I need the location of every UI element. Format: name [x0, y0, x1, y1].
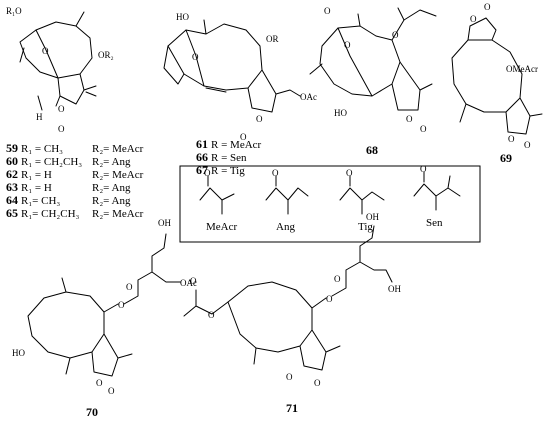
acyl-sen: O Sen	[413, 164, 461, 229]
compound-number: 71	[286, 401, 298, 415]
acyl-tig: O Tig	[339, 168, 385, 233]
acyl-label-ang: Ang	[276, 221, 295, 233]
o-label: O	[286, 372, 293, 382]
o-label: O	[406, 114, 413, 124]
o-label: O	[346, 168, 353, 178]
oh-label: OH	[388, 284, 401, 294]
o-label: O	[126, 282, 133, 292]
compound-number: 61	[196, 137, 208, 151]
structure-70: O O OH OAc HO O O	[12, 218, 197, 396]
r1-substituent: R₁ = CH₃	[21, 143, 63, 155]
or2-label: OR₂	[98, 50, 114, 60]
o-label: O	[508, 134, 515, 144]
o-label: O	[58, 104, 65, 114]
r1-substituent: R₁= CH₂CH₃	[21, 208, 80, 220]
r-substituent: R = MeAcr	[211, 139, 262, 151]
o-label: O	[470, 14, 477, 24]
o-label: O	[240, 132, 247, 142]
o-label: O	[192, 52, 199, 62]
acyl-group-legend: O MeAcr O Ang O Tig O Sen	[179, 164, 481, 243]
o-label: O	[58, 124, 65, 134]
ho-label: HO	[334, 108, 347, 118]
o-label: O	[204, 168, 211, 178]
r1-substituent: R₁= CH₃	[21, 195, 60, 207]
o-label: O	[96, 378, 103, 388]
r1-substituent: R₁ = CH₂CH₃	[21, 156, 82, 168]
structure-69: O O OMeAcr O O	[451, 2, 543, 150]
acyl-label-meacr: MeAcr	[206, 221, 237, 233]
svg-text:61R = MeAcr: 61R = MeAcr	[196, 137, 262, 151]
svg-text:66R = Sen: 66R = Sen	[196, 150, 247, 164]
oh-label: OH	[158, 218, 171, 228]
acyl-meacr: O MeAcr	[199, 168, 237, 233]
compound-number: 68	[366, 143, 378, 157]
r2-substituent: R₂= Ang	[92, 156, 131, 168]
structure-61-66-67: HO O OR OAc O O	[163, 12, 317, 142]
compound-number: 70	[86, 405, 98, 419]
structure-59-65: R₁O O H OR₂ O O	[6, 6, 114, 134]
r-substituent: R = Sen	[211, 152, 247, 164]
o-label: O	[190, 276, 197, 286]
ho-label: HO	[12, 348, 25, 358]
oac-label: OAc	[300, 92, 317, 102]
compound-number: 59	[6, 141, 18, 155]
o-label: O	[484, 2, 491, 12]
r1-substituent: R₁ = H	[21, 169, 52, 181]
compound-number: 69	[500, 151, 512, 165]
o-label: O	[272, 168, 279, 178]
o-label: O	[324, 6, 331, 16]
r-substituent: R = Tig	[211, 165, 245, 177]
o-label: O	[208, 310, 215, 320]
o-label: O	[314, 378, 321, 388]
o-label: O	[118, 300, 125, 310]
o-label: O	[392, 30, 399, 40]
structure-71: O O OH OH O O O O	[183, 212, 401, 388]
o-label: O	[42, 46, 49, 56]
h-label: H	[36, 112, 43, 122]
r1-substituent: R₁ = H	[21, 182, 52, 194]
o-label: O	[108, 386, 115, 396]
compound-number: 65	[6, 206, 18, 220]
acyl-label-tig: Tig	[358, 221, 373, 233]
legend-box	[179, 165, 481, 243]
o-label: O	[256, 114, 263, 124]
ome-acr-label: OMeAcr	[506, 64, 538, 74]
or-label: OR	[266, 34, 279, 44]
oac-label: OAc	[180, 278, 197, 288]
compound-number: 63	[6, 180, 18, 194]
r2-substituent: R₂= MeAcr	[92, 208, 144, 220]
structure-68: O O O HO O O	[309, 6, 437, 134]
compound-number: 60	[6, 154, 18, 168]
oh-label: OH	[366, 212, 379, 222]
o-label: O	[344, 40, 351, 50]
r2-substituent: R₂= Ang	[92, 182, 131, 194]
o-label: O	[420, 164, 427, 174]
compound-number: 62	[6, 167, 18, 181]
o-label: O	[334, 274, 341, 284]
r1o-label: R₁O	[6, 6, 22, 16]
o-label: O	[326, 294, 333, 304]
r2-substituent: R₂= MeAcr	[92, 169, 144, 181]
acyl-ang: O Ang	[265, 168, 309, 233]
acyl-label-sen: Sen	[426, 217, 443, 229]
r2-substituent: R₂= Ang	[92, 195, 131, 207]
compound-number: 64	[6, 193, 18, 207]
o-label: O	[524, 140, 531, 150]
o-label: O	[420, 124, 427, 134]
compound-number: 66	[196, 150, 208, 164]
ho-label: HO	[176, 12, 189, 22]
r2-substituent: R₂= MeAcr	[92, 143, 144, 155]
